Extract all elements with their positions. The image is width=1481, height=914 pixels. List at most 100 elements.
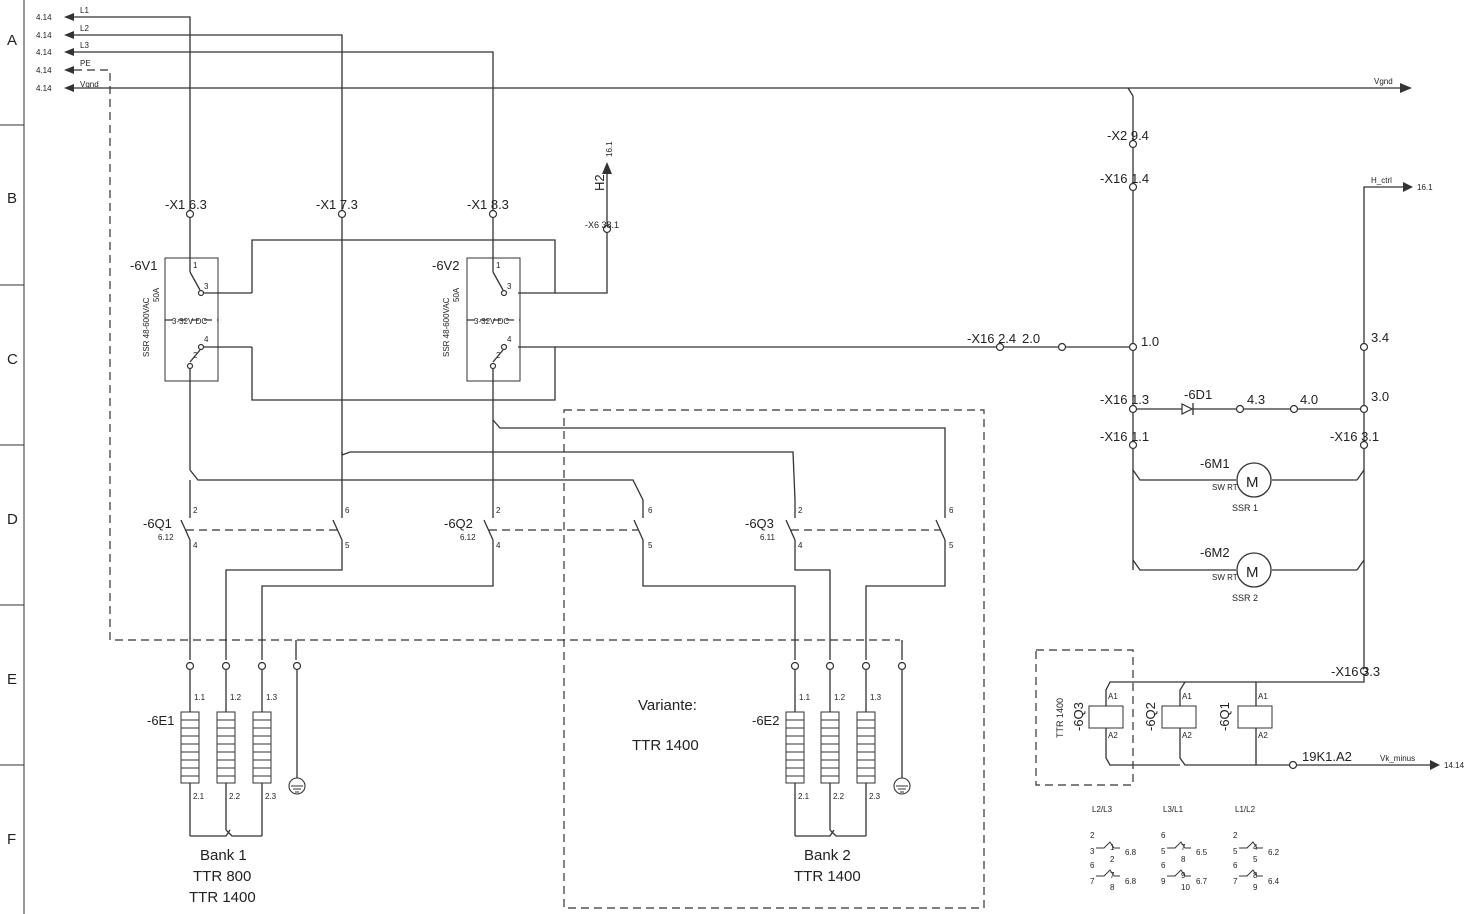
contactor-6q2-pin6: 6: [648, 506, 653, 515]
contact-table-3-label-1: 2: [1233, 831, 1238, 840]
supply-ref-l1: 4.14: [36, 13, 52, 22]
coil-6q1-a2: A2: [1258, 731, 1268, 740]
contact-table-1-label-3: 6: [1090, 861, 1095, 870]
supply-lines: 4.14 4.14 4.14 4.14 4.14 L1 L2 L3 PE Vgn…: [36, 6, 1412, 641]
fan-6m1-sw: SW RT: [1212, 483, 1238, 492]
coil-6q3-a2: A2: [1108, 731, 1118, 740]
contact-table-2-r2c: 6.7: [1196, 877, 1208, 886]
node-4-0: 4.0: [1300, 392, 1318, 407]
diode-6d1-tag: -6D1: [1184, 387, 1212, 402]
row-label-f: F: [7, 831, 16, 848]
terminal-x1-7-3: -X1 7.3: [316, 197, 358, 212]
contactor-6q2-pin5: 5: [648, 541, 653, 550]
ssr-6v1-control: 3-32V DC: [172, 317, 207, 326]
contactor-6q3: -6Q3 6.11 2 4 6 5: [745, 500, 954, 550]
contact-table-1-r2a: 7: [1110, 871, 1115, 880]
contact-table-2-label-3: 6: [1161, 861, 1166, 870]
coil-6q1-a1: A1: [1258, 692, 1268, 701]
terminal-x16-1-3: -X16 1.3: [1100, 392, 1149, 407]
contact-table-2-r2a: 9: [1181, 871, 1186, 880]
contact-table-1-r2b: 8: [1110, 883, 1115, 892]
contactor-6q3-ref: 6.11: [760, 533, 776, 542]
contactor-6q3-pin4: 4: [798, 541, 803, 550]
row-label-c: C: [7, 351, 18, 368]
supply-ref-pe: 4.14: [36, 66, 52, 75]
fan-6m1-name: SSR 1: [1232, 503, 1258, 513]
ssr-6v1: -6V1 SSR 48-600VAC 50A 3-32V DC 1 3 4 2: [130, 257, 252, 470]
bank-2-model-1: TTR 1400: [794, 868, 861, 885]
heater-6e2-bottom-1: 2.1: [798, 792, 810, 801]
heater-bank-2: -6E2 1.1 1.2 1.3 2.1 2.2 2.3 Bank 2 TTR …: [752, 661, 911, 885]
top-terminals: -X1 6.3 -X1 7.3 -X1 8.3: [165, 197, 509, 455]
contact-table-1-r1c: 6.8: [1125, 848, 1137, 857]
h-ctrl-label: H_ctrl: [1371, 176, 1392, 185]
fan-6m1-tag: -6M1: [1200, 456, 1230, 471]
coil-6q2-a2: A2: [1182, 731, 1192, 740]
ssr-6v2-pin3: 3: [507, 282, 512, 291]
contactor-6q1-ref: 6.12: [158, 533, 174, 542]
terminal-x16-1-1: -X16 1.1: [1100, 429, 1149, 444]
contact-table-2-label-4: 9: [1161, 877, 1166, 886]
contact-table-3-r2b: 9: [1253, 883, 1258, 892]
contact-table-2-r1a: 7: [1181, 843, 1186, 852]
heater-6e2-tag: -6E2: [752, 713, 779, 728]
variant-label: Variante:: [638, 697, 697, 714]
row-label-b: B: [7, 190, 17, 207]
variant-box: Variante: TTR 1400: [563, 409, 985, 909]
contactor-6q1: -6Q1 6.12 2 4 6 5: [143, 452, 350, 660]
bank-1-model-1: TTR 800: [193, 868, 251, 885]
supply-ref-l3: 4.14: [36, 48, 52, 57]
contact-table-2-label-1: 6: [1161, 831, 1166, 840]
contact-table-3-r1a: 4: [1253, 843, 1258, 852]
heater-6e1-top-2: 1.2: [230, 693, 242, 702]
contactor-6q1-pin4: 4: [193, 541, 198, 550]
coil-6q2-tag: -6Q2: [1143, 702, 1158, 731]
row-label-a: A: [7, 32, 17, 49]
terminal-x2-9-4: -X2 9.4: [1107, 128, 1149, 143]
contactor-6q1-tag: -6Q1: [143, 516, 172, 531]
ssr-6v2-control: 3-32V DC: [474, 317, 509, 326]
terminal-x16-2-4: -X16 2.4: [967, 331, 1016, 346]
h2-ref: 16.1: [605, 141, 614, 157]
line-label-vgnd: Vgnd: [80, 80, 99, 89]
contact-table-1-label-4: 7: [1090, 877, 1095, 886]
contact-table-2-label-2: 5: [1161, 847, 1166, 856]
h2-branch: -X6 38.1 H2 16.1: [555, 141, 619, 294]
contact-table-3-r2c: 6.4: [1268, 877, 1280, 886]
contactor-6q2-tag: -6Q2: [444, 516, 473, 531]
contact-table-3-label-2: 5: [1233, 847, 1238, 856]
bank-1-model-2: TTR 1400: [189, 889, 256, 906]
contactor-6q3-pin6: 6: [949, 506, 954, 515]
coil-box-label: TTR 1400: [1055, 698, 1065, 738]
ssr-6v1-tag: -6V1: [130, 258, 157, 273]
heater-6e2-top-1: 1.1: [799, 693, 811, 702]
line-label-l1: L1: [80, 6, 89, 15]
contact-table-3-label-3: 6: [1233, 861, 1238, 870]
contactor-6q1-pin5: 5: [345, 541, 350, 550]
contact-table-2-r1c: 6.5: [1196, 848, 1208, 857]
contact-table-3-r2a: 8: [1253, 871, 1258, 880]
contactor-6q2-pin4: 4: [496, 541, 501, 550]
fan-6m2-symbol: M: [1246, 564, 1259, 581]
contact-table-2-r2b: 10: [1181, 883, 1190, 892]
coil-6q3-tag: -6Q3: [1071, 702, 1086, 731]
contact-table-3: L1/L2 2 5 6 7 4 5 6.2 8 9 6.4: [1233, 805, 1280, 892]
contactor-6q2: -6Q2 6.12 2 4 6 5: [444, 420, 653, 550]
fan-6m1-symbol: M: [1246, 474, 1259, 491]
node-3-4: 3.4: [1371, 330, 1389, 345]
heater-6e1-bottom-2: 2.2: [229, 792, 241, 801]
line-label-l3: L3: [80, 41, 89, 50]
terminal-x16-1-4: -X16 1.4: [1100, 171, 1149, 186]
heater-6e2-top-2: 1.2: [834, 693, 846, 702]
heater-6e1-tag: -6E1: [147, 713, 174, 728]
coil-6q1-tag: -6Q1: [1217, 702, 1232, 731]
contact-table-2-title: L3/L1: [1163, 805, 1184, 814]
ssr-6v1-pin4: 4: [204, 335, 209, 344]
contact-table-1-label-1: 2: [1090, 831, 1095, 840]
heater-6e1-bottom-3: 2.3: [265, 792, 277, 801]
bank-2-label: Bank 2: [804, 847, 851, 864]
fan-6m2-sw: SW RT: [1212, 573, 1238, 582]
row-label-e: E: [7, 671, 17, 688]
contact-table-2-r1b: 8: [1181, 855, 1186, 864]
